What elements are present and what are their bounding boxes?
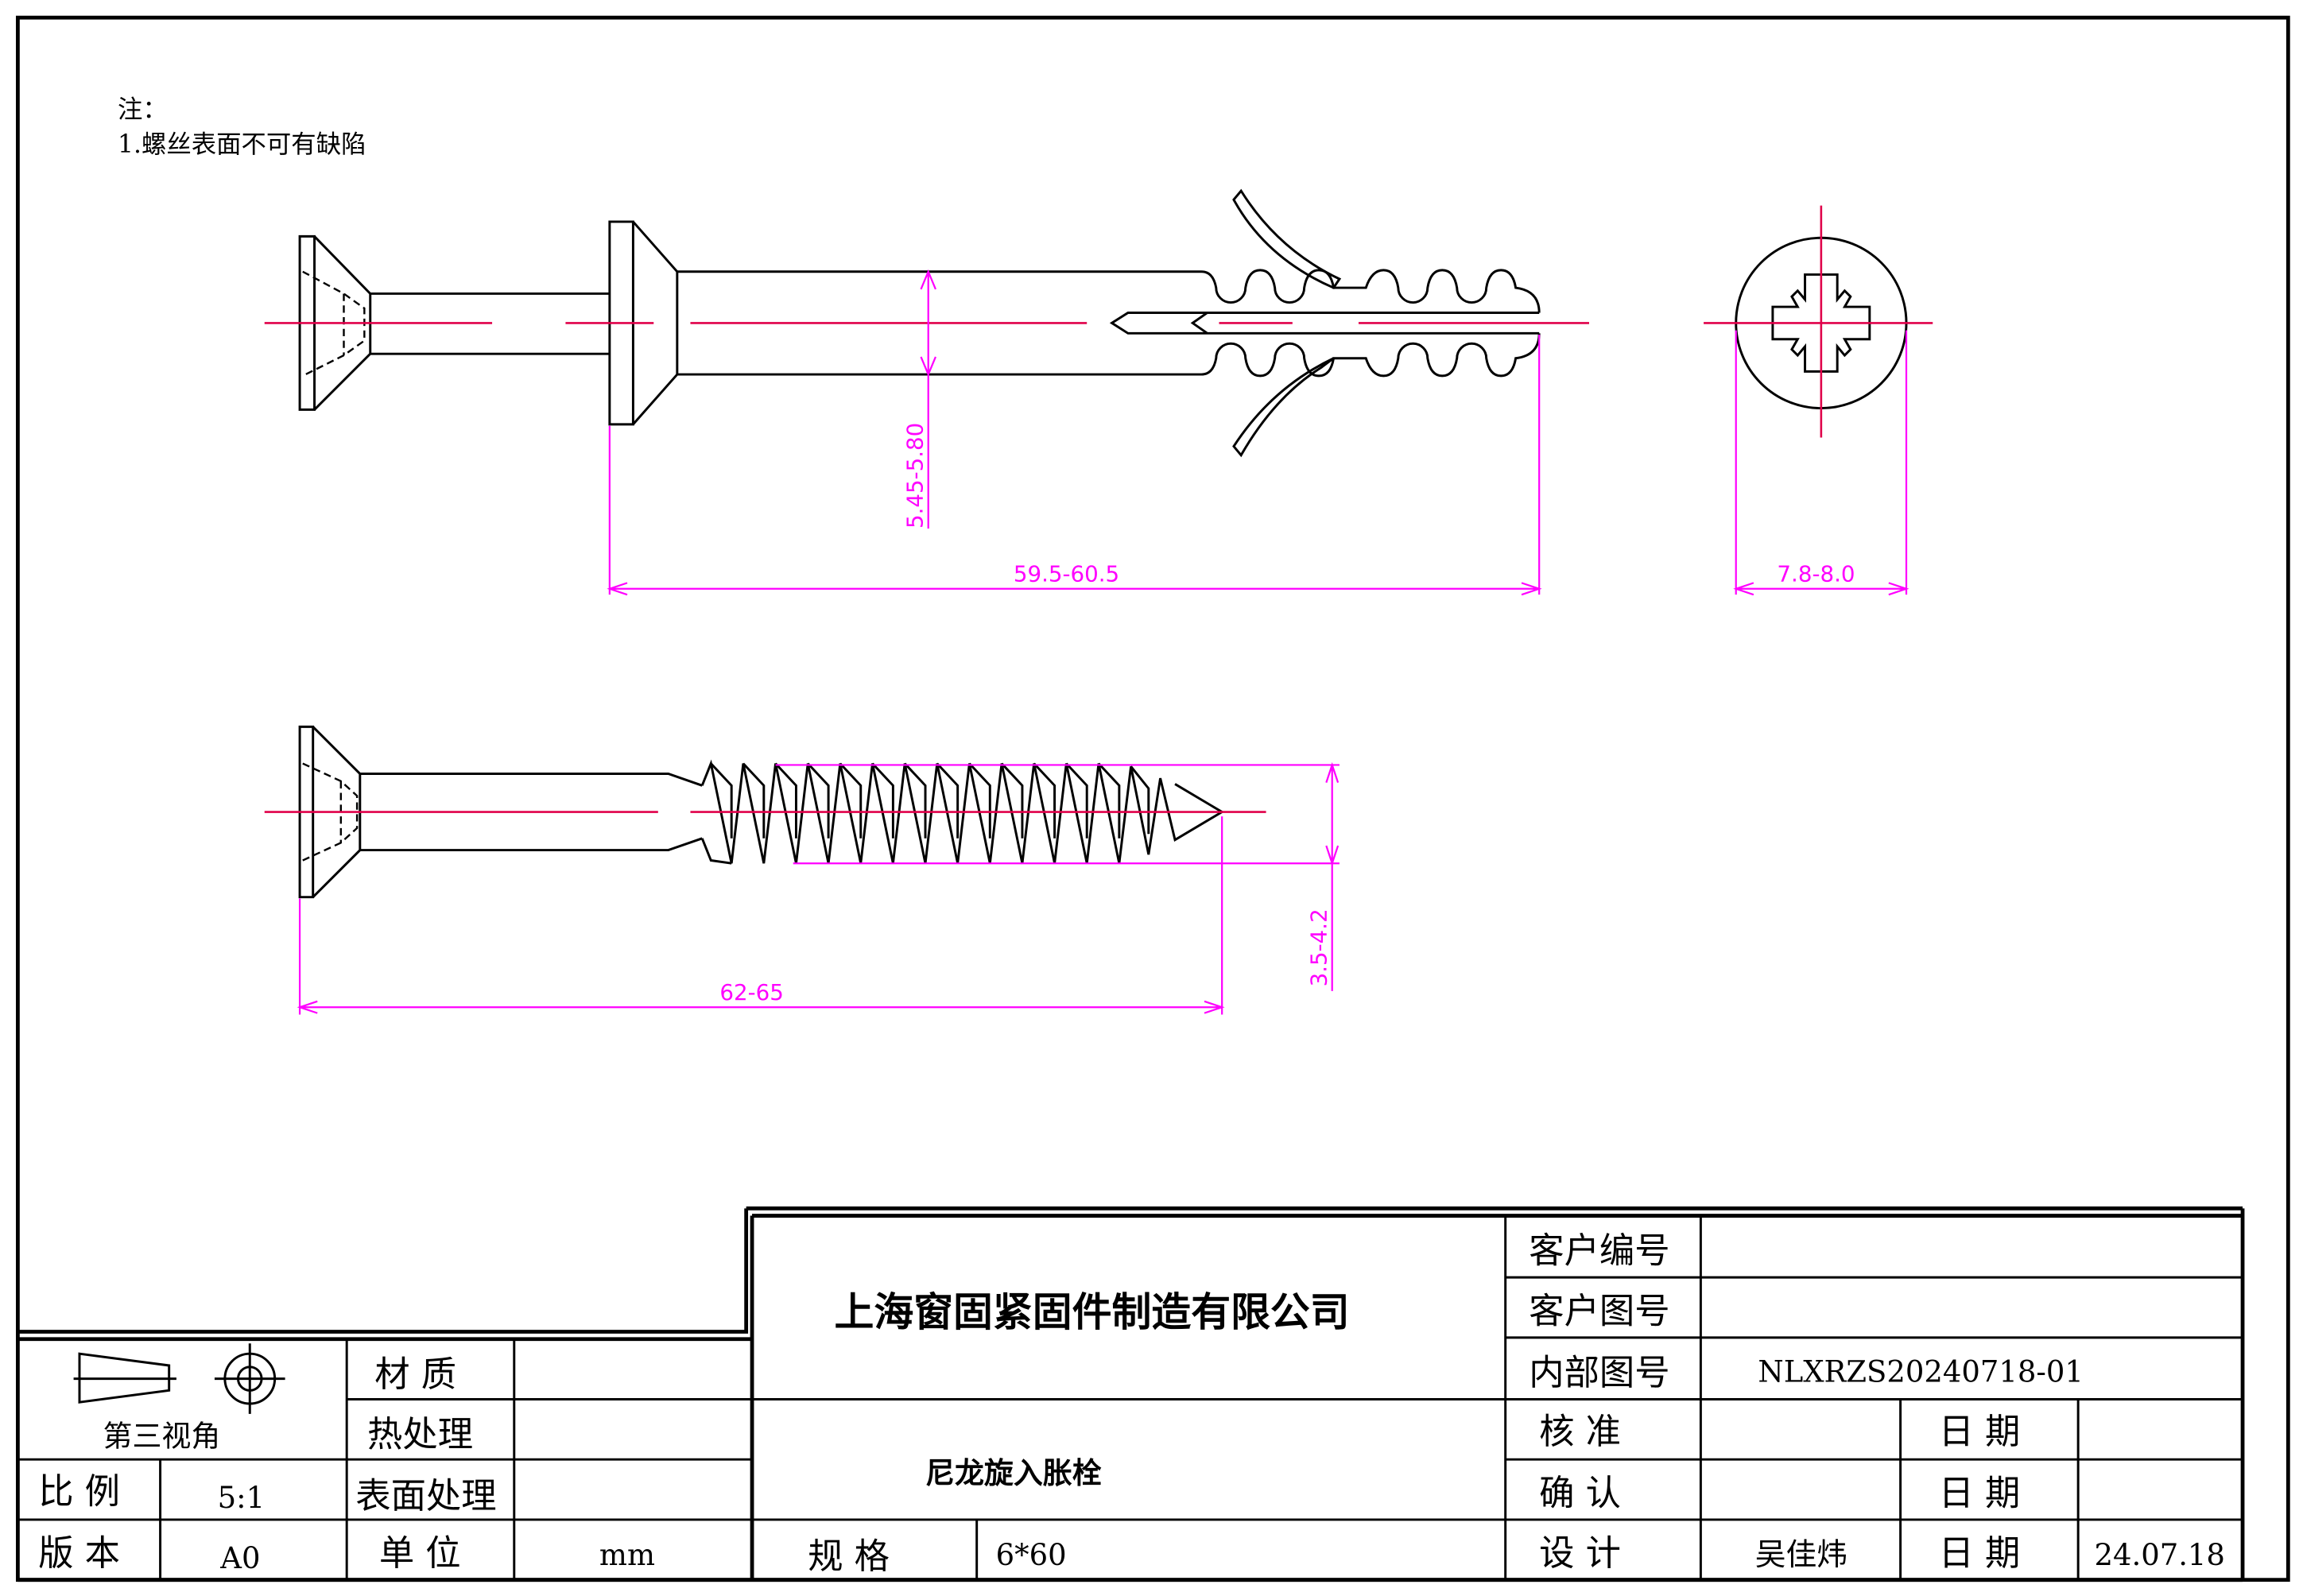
notes-heading: 注： [118, 95, 168, 124]
version-label: 版 本 [38, 1533, 120, 1574]
unit-value: mm [599, 1538, 655, 1572]
date-label-confirm: 日 期 [1939, 1473, 2021, 1513]
spec-value: 6*60 [996, 1538, 1067, 1572]
date-label-design: 日 期 [1939, 1533, 2021, 1574]
drawing-border [15, 15, 2290, 1582]
third-angle-projection-icon [73, 1343, 285, 1414]
notes-item-1: 1.螺丝表面不可有缺陷 [118, 130, 366, 159]
dim-screw-length: 62-65 [719, 979, 783, 1005]
version-value: A0 [219, 1541, 260, 1575]
part-name: 尼龙旋入胀栓 [925, 1456, 1102, 1490]
unit-label: 单 位 [379, 1533, 461, 1574]
head-end-view: 7.8-8.0 [1704, 205, 1933, 596]
company-name: 上海窗固紧固件制造有限公司 [834, 1289, 1349, 1335]
dim-head-diameter: 7.8-8.0 [1777, 561, 1855, 587]
designer-name: 吴佳炜 [1755, 1537, 1847, 1573]
date-label-check: 日 期 [1939, 1412, 2021, 1452]
internal-drawing-label: 内部图号 [1529, 1353, 1669, 1393]
internal-drawing-number: NLXRZS20240718-01 [1758, 1354, 2083, 1389]
check-label: 核 准 [1539, 1412, 1621, 1452]
heat-treatment-label: 热处理 [367, 1415, 473, 1455]
anchor-assembly-view: 5.45-5.80 59.5-60.5 [264, 188, 1589, 596]
title-block: 第三视角 上海窗固紧固件制造有限公司 尼龙旋入胀栓 材 质 热处理 表面处理 比… [17, 1206, 2245, 1582]
customer-drawing-label: 客户图号 [1529, 1291, 1669, 1331]
design-label: 设 计 [1539, 1533, 1621, 1574]
material-label: 材 质 [374, 1354, 456, 1395]
scale-label: 比 例 [38, 1472, 120, 1513]
spec-label: 规 格 [808, 1536, 890, 1577]
screw-view: 3.5-4.2 62-65 [264, 725, 1340, 1015]
projection-label: 第三视角 [103, 1420, 221, 1454]
design-date: 24.07.18 [2094, 1538, 2225, 1572]
dim-anchor-diameter: 5.45-5.80 [901, 423, 928, 529]
dim-screw-diameter: 3.5-4.2 [1305, 908, 1332, 986]
surface-treatment-label: 表面处理 [355, 1476, 496, 1517]
customer-number-label: 客户编号 [1529, 1231, 1669, 1272]
scale-value: 5:1 [218, 1481, 265, 1515]
confirm-label: 确 认 [1539, 1473, 1621, 1513]
dim-anchor-length: 59.5-60.5 [1014, 561, 1119, 587]
